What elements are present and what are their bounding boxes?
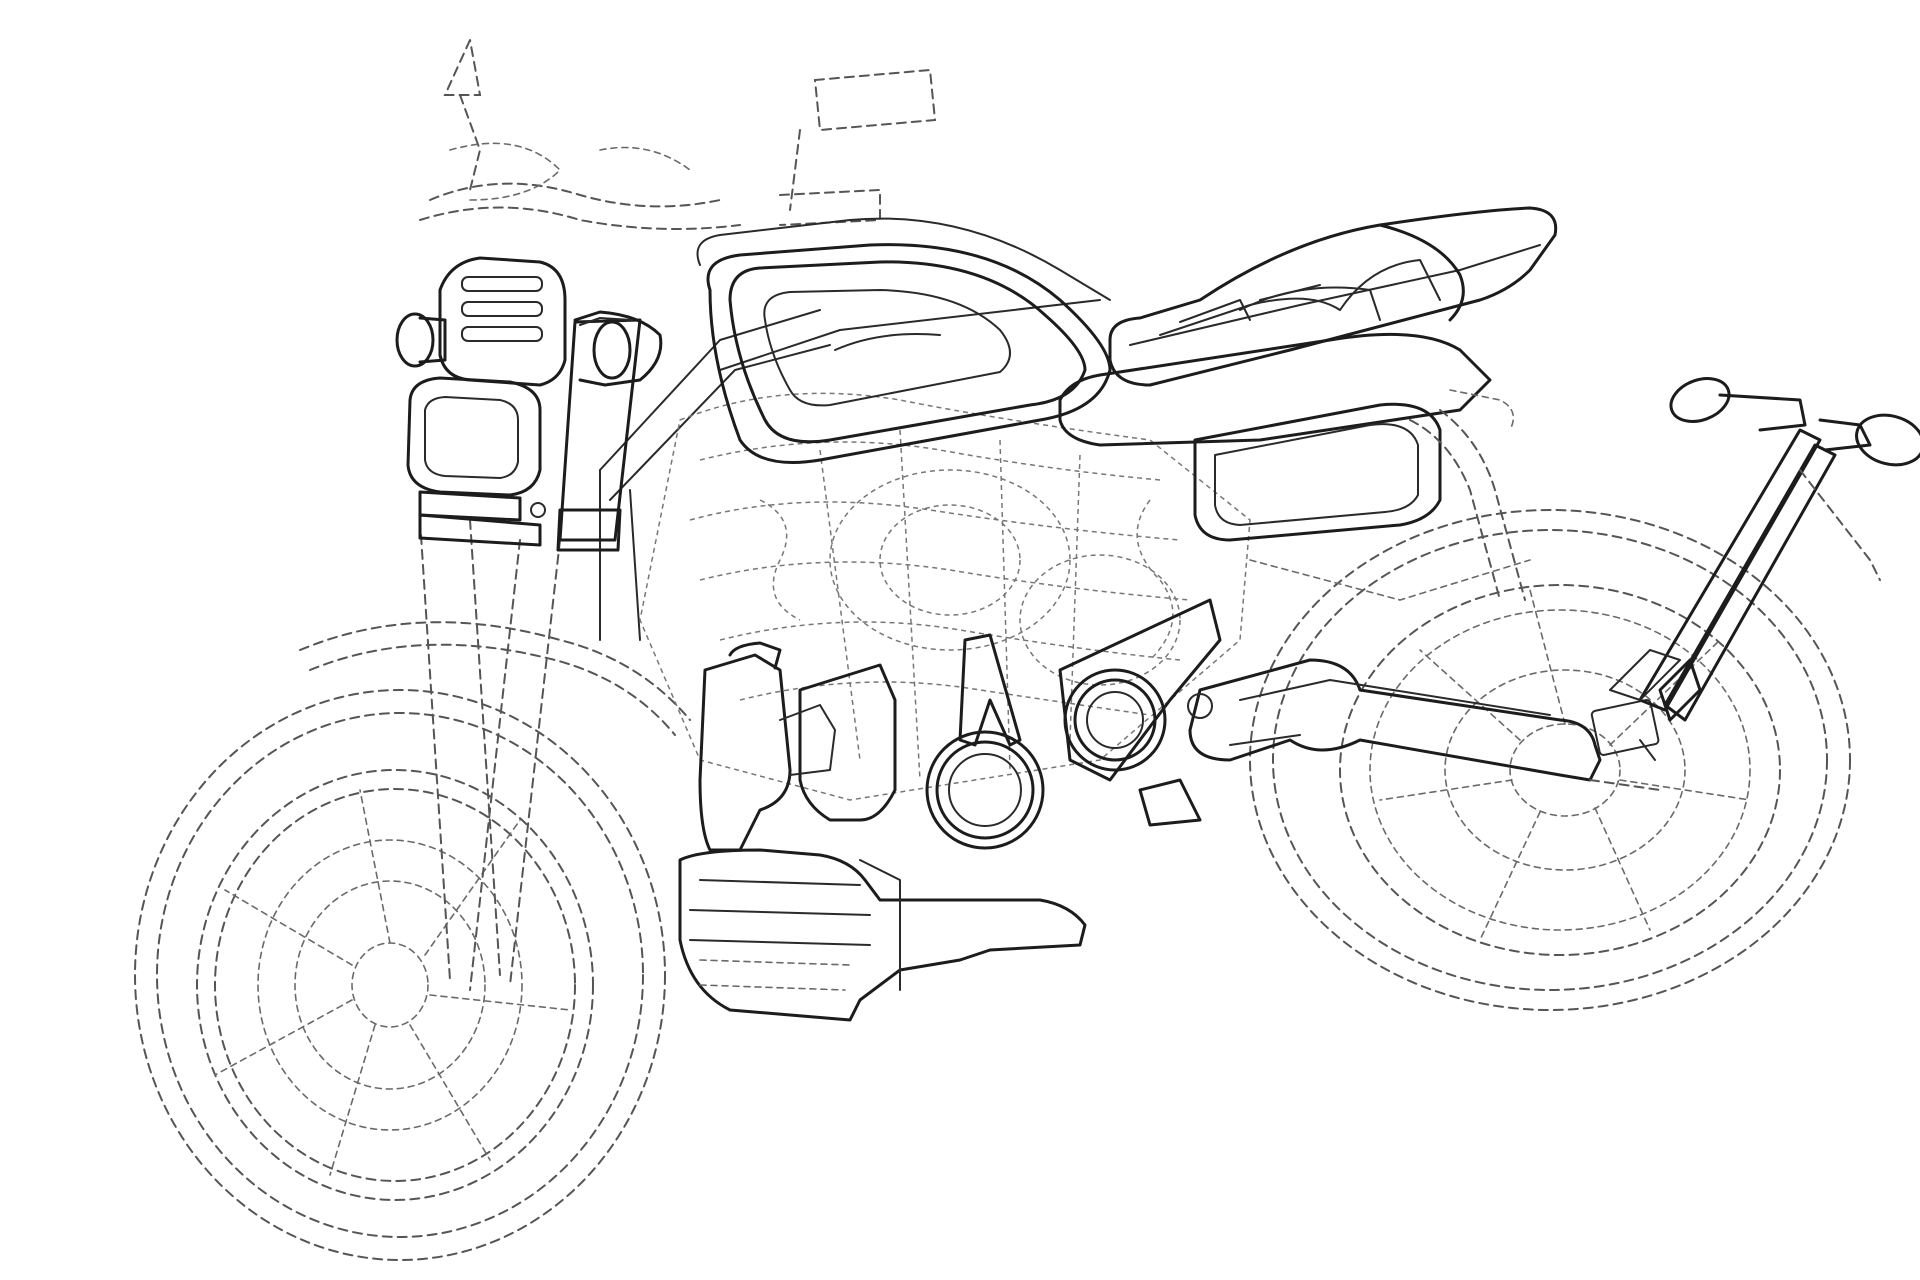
frame (599, 299, 1101, 641)
rear-license-arm (1609, 377, 1920, 761)
front-wheel-spokes (214, 789, 571, 1176)
handlebars (419, 39, 937, 230)
seat (1108, 206, 1558, 387)
tank-cover (696, 217, 1112, 464)
rear-shock (1249, 409, 1531, 601)
belly-pan (678, 848, 1087, 1022)
motor-cover (925, 598, 1222, 850)
rear-wheel-spokes (1379, 589, 1751, 941)
front-fork (299, 519, 691, 991)
fork-tubes (530, 317, 642, 552)
motor-block (639, 392, 1251, 801)
headlight-assembly (395, 256, 663, 547)
swingarm (1188, 658, 1661, 791)
electronics-box (698, 641, 897, 852)
rear-wheel (1249, 509, 1851, 1011)
side-cover (1058, 332, 1515, 542)
front-wheel (134, 689, 666, 1261)
